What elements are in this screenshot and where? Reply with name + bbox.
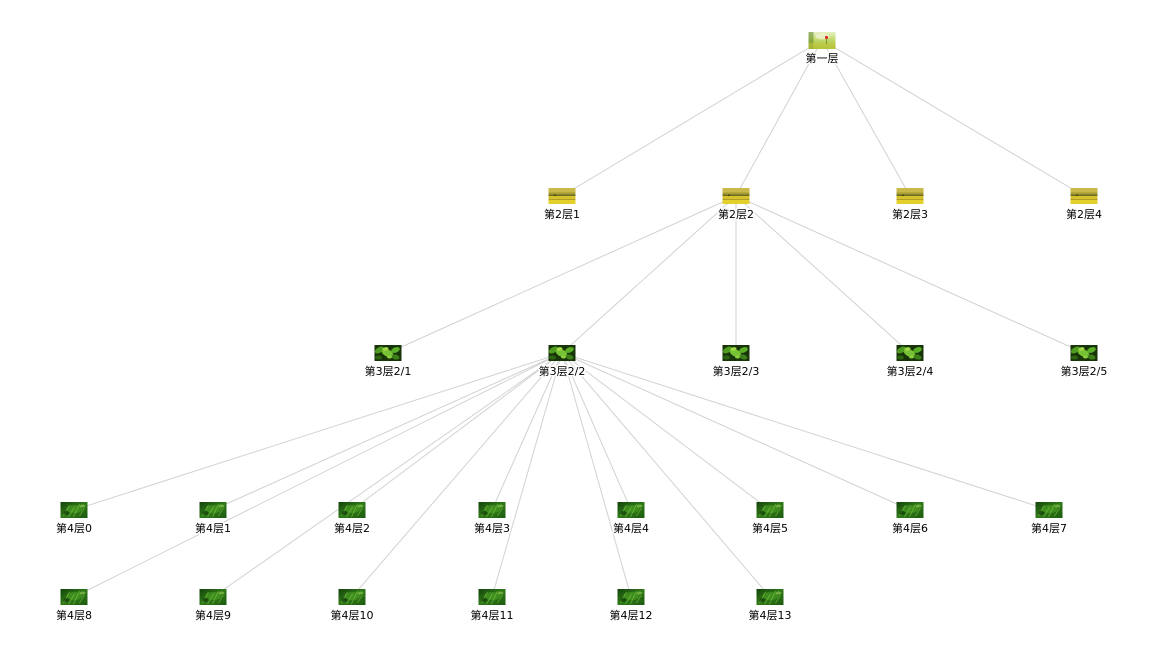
green-grass-photo-thumbnail: [617, 589, 645, 605]
green-grass-photo-thumbnail: [1035, 502, 1063, 518]
tree-edge: [561, 352, 911, 511]
tree-node-level4-2[interactable]: 第4层2: [333, 502, 372, 537]
tree-node-level4-13[interactable]: 第4层13: [747, 589, 793, 624]
node-label: 第4层13: [749, 608, 792, 622]
node-label: 第4层12: [610, 608, 653, 622]
node-label: 第2层1: [544, 207, 580, 221]
node-label: 第4层9: [195, 608, 231, 622]
node-label: 第4层1: [195, 521, 231, 535]
tree-edge: [561, 39, 823, 197]
node-label: 第4层11: [471, 608, 514, 622]
tree-edge: [821, 39, 911, 197]
tree-node-level3-2[interactable]: 第3层2/3: [711, 345, 761, 380]
tree-node-level4-10[interactable]: 第4层10: [329, 589, 375, 624]
tree-node-level4-9[interactable]: 第4层9: [194, 589, 233, 624]
green-grass-photo-thumbnail: [617, 502, 645, 518]
tree-node-level2-1[interactable]: 第2层2: [717, 188, 756, 223]
green-grass-photo-thumbnail: [60, 502, 88, 518]
tree-node-level3-3[interactable]: 第3层2/4: [885, 345, 935, 380]
tree-edge: [491, 352, 563, 598]
field-flower-photo-thumbnail: [808, 32, 836, 49]
tree-edge: [735, 195, 1085, 354]
green-grass-photo-thumbnail: [338, 502, 366, 518]
node-label: 第3层2/4: [887, 364, 934, 378]
green-grass-photo-thumbnail: [756, 589, 784, 605]
tree-edge: [73, 352, 563, 511]
green-leaves-photo-thumbnail: [374, 345, 402, 361]
tree-node-level1-0[interactable]: 第一层: [804, 32, 840, 67]
tree-node-level4-5[interactable]: 第4层5: [751, 502, 790, 537]
tree-edge: [387, 195, 737, 354]
tree-edge: [212, 352, 563, 598]
green-leaves-photo-thumbnail: [1070, 345, 1098, 361]
green-grass-photo-thumbnail: [60, 589, 88, 605]
rapeseed-field-photo-thumbnail: [1070, 188, 1098, 204]
tree-node-level2-3[interactable]: 第2层4: [1065, 188, 1104, 223]
green-grass-photo-thumbnail: [478, 502, 506, 518]
rapeseed-field-photo-thumbnail: [896, 188, 924, 204]
tree-node-level4-12[interactable]: 第4层12: [608, 589, 654, 624]
green-grass-photo-thumbnail: [478, 589, 506, 605]
tree-edge: [351, 352, 563, 511]
tree-edge: [561, 195, 737, 354]
green-grass-photo-thumbnail: [896, 502, 924, 518]
node-label: 第4层8: [56, 608, 92, 622]
node-label: 第4层2: [334, 521, 370, 535]
green-grass-photo-thumbnail: [338, 589, 366, 605]
node-label: 第2层2: [718, 207, 754, 221]
node-label: 第4层6: [892, 521, 928, 535]
node-label: 第3层2/1: [365, 364, 412, 378]
rapeseed-field-photo-thumbnail: [548, 188, 576, 204]
node-label: 第4层5: [752, 521, 788, 535]
green-grass-photo-thumbnail: [756, 502, 784, 518]
tree-node-level4-8[interactable]: 第4层8: [55, 589, 94, 624]
green-grass-photo-thumbnail: [199, 502, 227, 518]
tree-node-level4-3[interactable]: 第4层3: [473, 502, 512, 537]
tree-node-level3-1[interactable]: 第3层2/2: [537, 345, 587, 380]
node-label: 第4层3: [474, 521, 510, 535]
tree-edge: [351, 352, 563, 598]
node-label: 第3层2/2: [539, 364, 586, 378]
tree-edge: [561, 352, 1050, 511]
tree-edge: [212, 352, 563, 511]
tree-node-level4-0[interactable]: 第4层0: [55, 502, 94, 537]
tree-edge: [821, 39, 1085, 197]
tree-edge: [561, 352, 771, 598]
tree-edge: [735, 195, 911, 354]
tree-node-level4-7[interactable]: 第4层7: [1030, 502, 1069, 537]
edge-layer: [73, 39, 1085, 598]
tree-node-level2-0[interactable]: 第2层1: [543, 188, 582, 223]
node-label: 第4层0: [56, 521, 92, 535]
node-label: 第3层2/5: [1061, 364, 1108, 378]
tree-node-level4-6[interactable]: 第4层6: [891, 502, 930, 537]
node-label: 第一层: [806, 51, 839, 65]
green-grass-photo-thumbnail: [199, 589, 227, 605]
green-leaves-photo-thumbnail: [722, 345, 750, 361]
tree-node-level3-0[interactable]: 第3层2/1: [363, 345, 413, 380]
rapeseed-field-photo-thumbnail: [722, 188, 750, 204]
tree-node-level4-4[interactable]: 第4层4: [612, 502, 651, 537]
node-label: 第2层4: [1066, 207, 1102, 221]
tree-edge: [561, 352, 632, 511]
tree-edge: [561, 352, 632, 598]
node-label: 第4层7: [1031, 521, 1067, 535]
tree-edge: [491, 352, 563, 511]
tree-node-level4-11[interactable]: 第4层11: [469, 589, 515, 624]
tree-edge: [735, 39, 823, 197]
tree-edge: [73, 352, 563, 598]
tree-node-level4-1[interactable]: 第4层1: [194, 502, 233, 537]
green-leaves-photo-thumbnail: [548, 345, 576, 361]
node-label: 第4层4: [613, 521, 649, 535]
node-label: 第2层3: [892, 207, 928, 221]
green-leaves-photo-thumbnail: [896, 345, 924, 361]
tree-node-level2-2[interactable]: 第2层3: [891, 188, 930, 223]
node-label: 第4层10: [331, 608, 374, 622]
tree-edge: [561, 352, 771, 511]
tree-node-level3-4[interactable]: 第3层2/5: [1059, 345, 1109, 380]
node-label: 第3层2/3: [713, 364, 760, 378]
